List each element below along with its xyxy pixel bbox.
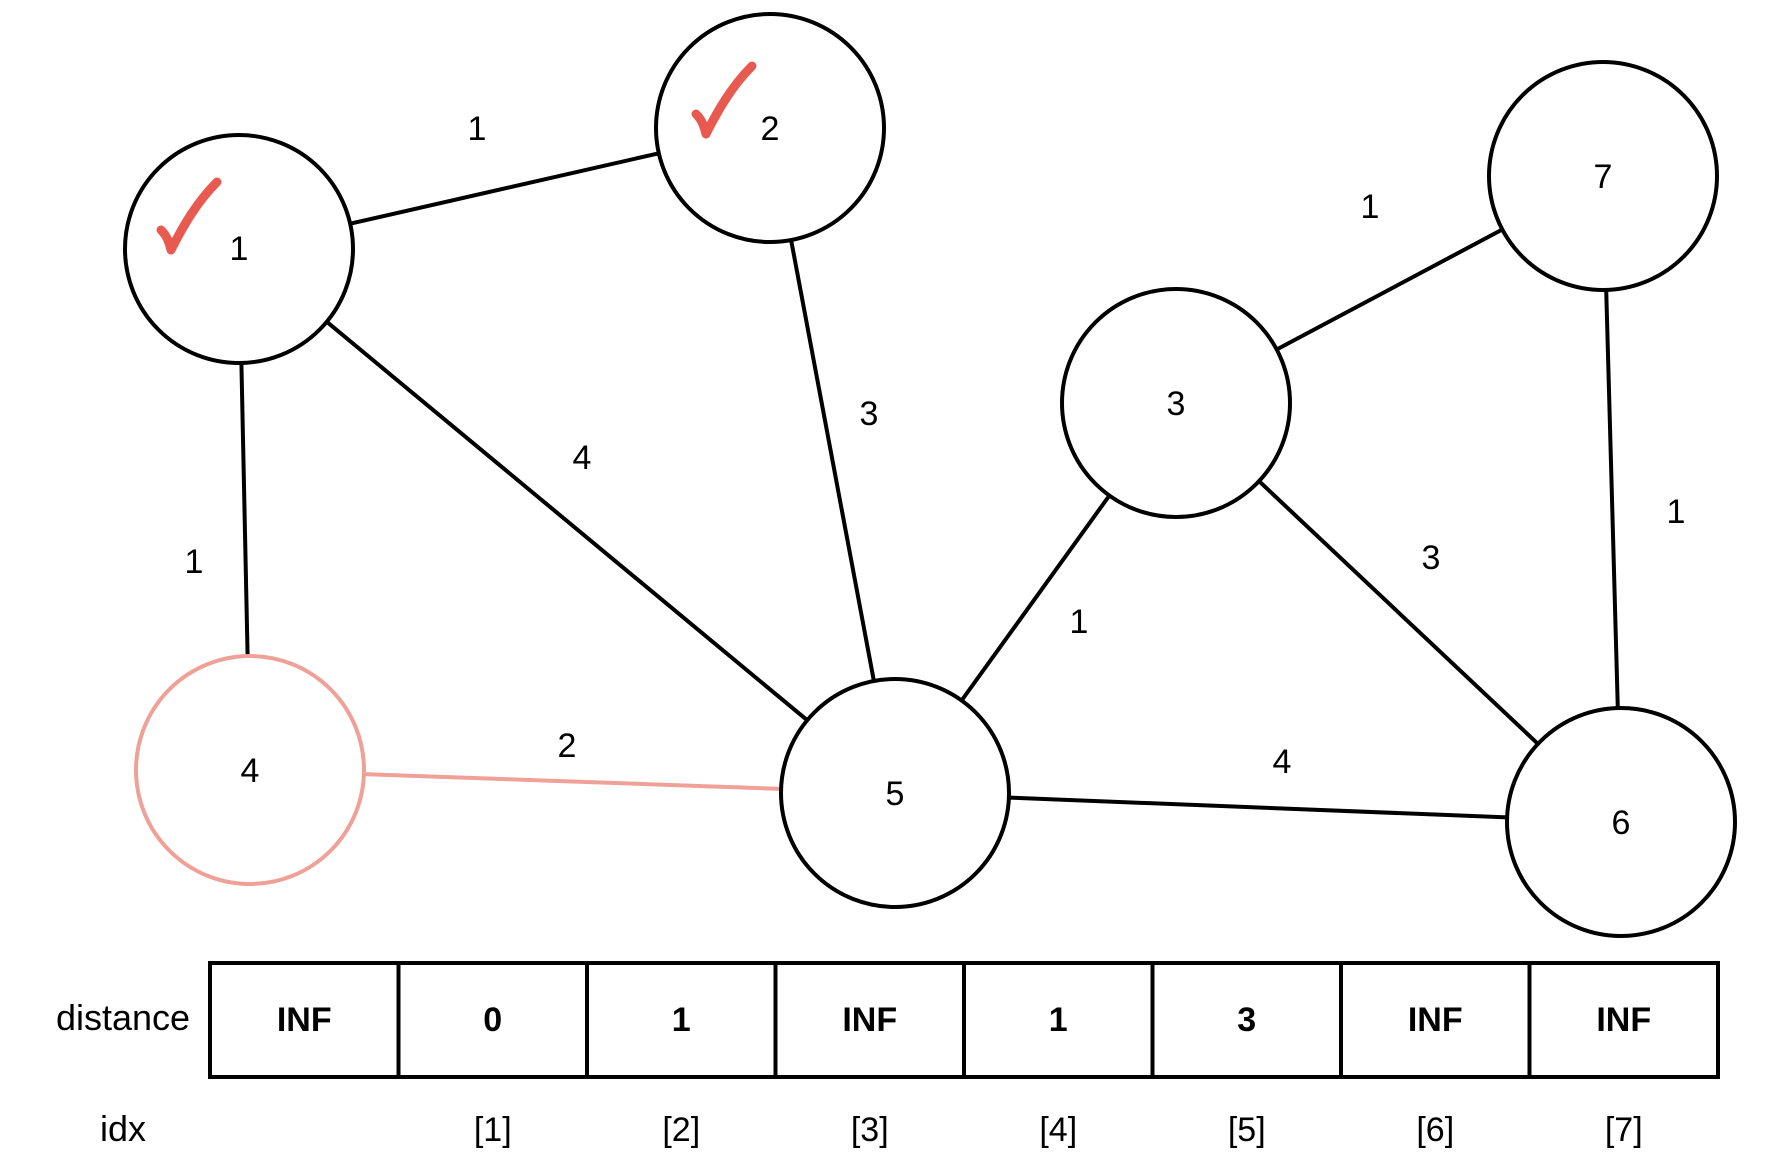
index-label: [5] bbox=[1228, 1111, 1266, 1149]
distance-cell: INF bbox=[1596, 1001, 1651, 1039]
edge-1-5 bbox=[325, 320, 809, 722]
distance-cell: 3 bbox=[1237, 1001, 1256, 1039]
edge-weight-1-2: 1 bbox=[468, 110, 487, 148]
edge-5-6 bbox=[1008, 795, 1508, 820]
node-label-5: 5 bbox=[886, 775, 905, 813]
edge-weight-2-5: 3 bbox=[860, 395, 879, 433]
node-3 bbox=[1060, 287, 1292, 519]
distance-table: distance idx INF 0 [1] 1 [2] INF [3] 1 [4] 3 [5] INF [… bbox=[56, 961, 1720, 1149]
edge-weight-1-5: 4 bbox=[573, 439, 592, 477]
distance-row-label: distance bbox=[56, 997, 190, 1038]
edge-5-3 bbox=[959, 494, 1112, 702]
edge-weight-4-5: 2 bbox=[558, 727, 577, 765]
edge-3-7 bbox=[1275, 227, 1504, 352]
node-1 bbox=[123, 133, 355, 365]
distance-cell: INF bbox=[277, 1001, 332, 1039]
node-5 bbox=[779, 677, 1011, 909]
edge-1-4 bbox=[239, 362, 250, 657]
edge-weight-1-4: 1 bbox=[185, 543, 204, 581]
edge-3-6 bbox=[1257, 479, 1540, 746]
edge-weight-3-7: 1 bbox=[1361, 188, 1380, 226]
node-label-7: 7 bbox=[1594, 158, 1613, 196]
edge-weight-5-6: 4 bbox=[1273, 743, 1292, 781]
edge-2-5 bbox=[789, 239, 876, 682]
index-label: [7] bbox=[1605, 1111, 1643, 1149]
node-6 bbox=[1505, 706, 1737, 938]
checkmark-icon bbox=[691, 61, 757, 139]
distance-cell: INF bbox=[1408, 1001, 1463, 1039]
node-label-1: 1 bbox=[230, 230, 249, 268]
distance-cell: 1 bbox=[672, 1001, 691, 1039]
index-label: [4] bbox=[1039, 1111, 1077, 1149]
edge-weight-7-6: 1 bbox=[1667, 493, 1686, 531]
checkmark-icon bbox=[156, 177, 222, 255]
index-label: [1] bbox=[474, 1111, 512, 1149]
index-label: [2] bbox=[662, 1111, 700, 1149]
node-label-2: 2 bbox=[761, 110, 780, 148]
node-2 bbox=[654, 12, 886, 244]
distance-cell: 0 bbox=[483, 1001, 502, 1039]
edge-4-5 bbox=[363, 772, 782, 791]
edge-7-6 bbox=[1604, 289, 1620, 709]
nodes-layer: 1 2 3 4 5 6 7 bbox=[123, 12, 1737, 938]
node-label-3: 3 bbox=[1167, 385, 1186, 423]
node-label-4: 4 bbox=[241, 752, 260, 790]
node-7 bbox=[1487, 60, 1719, 292]
node-4 bbox=[134, 654, 366, 886]
edges-layer: 1 1 4 3 2 1 4 1 3 1 bbox=[185, 110, 1686, 820]
edge-weight-3-6: 3 bbox=[1422, 539, 1441, 577]
distance-cell: 1 bbox=[1049, 1001, 1068, 1039]
index-label: [6] bbox=[1416, 1111, 1454, 1149]
edge-1-2 bbox=[349, 151, 660, 226]
distance-cell: INF bbox=[842, 1001, 897, 1039]
node-label-6: 6 bbox=[1612, 804, 1631, 842]
index-label: [3] bbox=[851, 1111, 889, 1149]
idx-row-label: idx bbox=[100, 1108, 146, 1149]
edge-weight-5-3: 1 bbox=[1070, 603, 1089, 641]
